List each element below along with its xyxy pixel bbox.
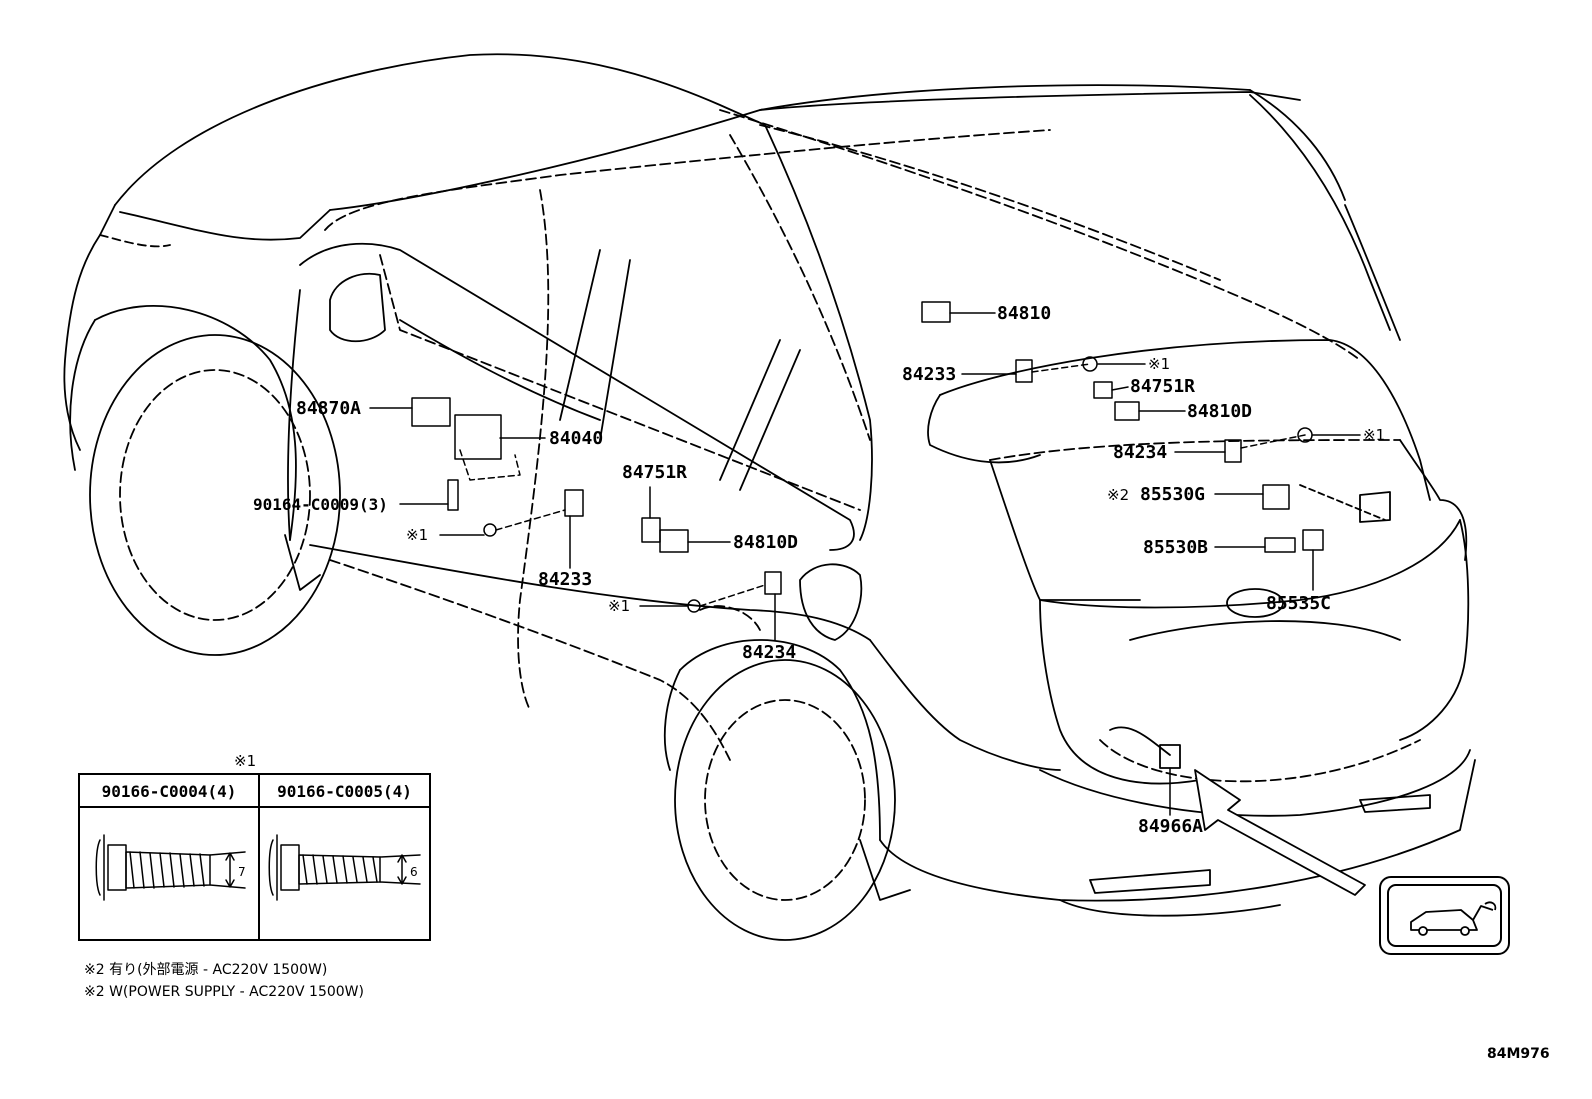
part-label-84233-top[interactable]: 84233 xyxy=(902,364,957,385)
part-label-85530b[interactable]: 85530B xyxy=(1143,537,1209,558)
inset-col2-dimension: 6 xyxy=(410,865,418,879)
part-label-84233-mid[interactable]: 84233 xyxy=(538,569,593,590)
part-label-84966a[interactable]: 84966A xyxy=(1138,816,1204,837)
ref-mark-1-top: ※1 xyxy=(1148,355,1171,373)
fastener-inset-table: 90166-C0004(4) 90166-C0005(4) 7 6 xyxy=(78,773,431,941)
ref-mark-1-right: ※1 xyxy=(1363,426,1386,444)
inset-col2-header[interactable]: 90166-C0005(4) xyxy=(260,775,429,808)
ref-mark-1-left: ※1 xyxy=(406,526,429,544)
rear-door-vehicle-icon xyxy=(1379,876,1510,955)
inset-ref-mark: ※1 xyxy=(234,752,257,770)
note-line-1: ※2 有り(外部電源 - AC220V 1500W) xyxy=(84,962,328,978)
diagram-code: 84M976 xyxy=(1487,1046,1550,1062)
part-label-84810d-top[interactable]: 84810D xyxy=(1187,401,1253,422)
inset-col1-header[interactable]: 90166-C0004(4) xyxy=(80,775,258,808)
ref-mark-2: ※2 xyxy=(1107,486,1130,504)
part-label-85535c[interactable]: 85535C xyxy=(1266,593,1332,614)
inset-divider xyxy=(258,775,260,939)
ref-mark-1-lower: ※1 xyxy=(608,597,631,615)
part-label-84870a[interactable]: 84870A xyxy=(296,398,362,419)
part-label-84751r-top[interactable]: 84751R xyxy=(1130,376,1196,397)
inset-col1-dimension: 7 xyxy=(238,865,246,879)
part-label-84810[interactable]: 84810 xyxy=(997,303,1052,324)
part-label-84234-mid[interactable]: 84234 xyxy=(742,642,797,663)
part-label-84751r-mid[interactable]: 84751R xyxy=(622,462,688,483)
part-label-84040[interactable]: 84040 xyxy=(549,428,604,449)
part-label-84810d-mid[interactable]: 84810D xyxy=(733,532,799,553)
part-label-85530g[interactable]: 85530G xyxy=(1140,484,1206,505)
note-line-2: ※2 W(POWER SUPPLY - AC220V 1500W) xyxy=(84,984,364,1000)
part-label-90164-c0009[interactable]: 90164-C0009(3) xyxy=(253,495,388,514)
part-label-84234-top[interactable]: 84234 xyxy=(1113,442,1168,463)
